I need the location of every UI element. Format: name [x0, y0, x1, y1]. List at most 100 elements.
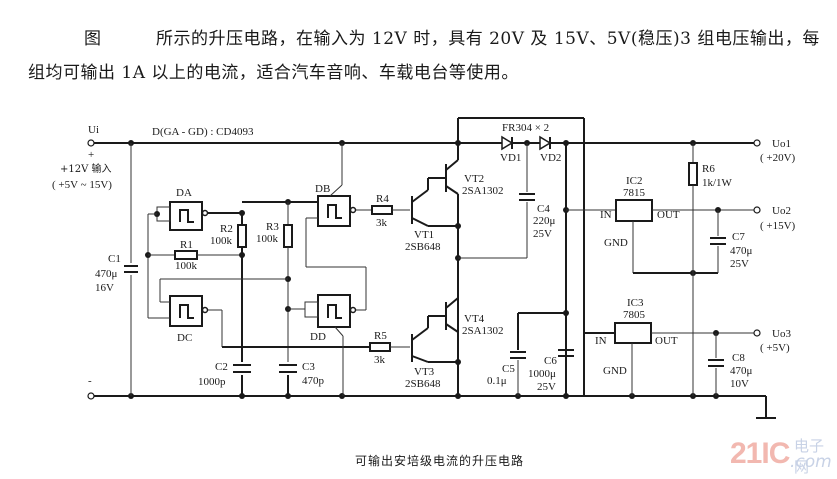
capacitor-c8 [708, 359, 724, 367]
label-uo1: Uo1 [772, 138, 791, 150]
ic2-gnd-label: GND [604, 237, 628, 249]
resistor-r2 [237, 224, 247, 248]
label-vt3: VT3 [414, 366, 435, 378]
part-vt3: 2SB648 [405, 378, 441, 390]
rating-c8: 10V [730, 378, 749, 390]
value-c8: 470μ [730, 365, 753, 377]
diode-vd1 [501, 135, 514, 151]
rating-c4: 25V [533, 228, 552, 240]
resistor-r1 [174, 250, 198, 260]
value-c7: 470μ [730, 245, 753, 257]
capacitor-c4 [519, 193, 535, 201]
label-input-range: ( +5V ~ 15V) [52, 179, 112, 191]
value-r3: 100k [256, 233, 279, 245]
label-ic2: IC2 [626, 175, 643, 187]
value-r2: 100k [210, 235, 233, 247]
label-c8: C8 [732, 352, 745, 364]
label-r3: R3 [266, 221, 279, 233]
label-ic3: IC3 [627, 297, 644, 309]
part-vt2: 2SA1302 [462, 185, 504, 197]
regulator-ic3 [614, 322, 652, 344]
diode-vd2 [539, 135, 552, 151]
figure-caption: 可输出安培级电流的升压电路 [355, 454, 525, 468]
resistor-r6 [688, 162, 698, 186]
resistor-r3 [283, 224, 293, 248]
value-r6: 1k/1W [702, 177, 733, 189]
label-vt4: VT4 [464, 313, 485, 325]
value-uo2: ( +15V) [760, 220, 796, 232]
value-c5: 0.1μ [487, 375, 507, 387]
figure-reference: 图 [84, 29, 102, 49]
gate-dd [304, 294, 357, 328]
output-terminal-uo1 [753, 139, 761, 147]
part-vt4: 2SA1302 [462, 325, 504, 337]
label-r2: R2 [220, 223, 233, 235]
description-line-1: 图所示的升压电路，在输入为 12V 时，具有 20V 及 15V、5V(稳压)3… [84, 22, 820, 56]
label-c3: C3 [302, 361, 315, 373]
value-c1: 470μ [95, 268, 118, 280]
input-terminal-negative [87, 392, 95, 400]
ic2-in-label: IN [600, 209, 612, 221]
capacitor-c1 [124, 265, 138, 273]
description-line-2: 组均可输出 1A 以上的电流，适合汽车音响、车载电台等使用。 [28, 63, 519, 83]
label-input-plus: + [88, 149, 94, 161]
gate-dc [169, 295, 209, 327]
label-c5: C5 [502, 363, 515, 375]
label-r5: R5 [374, 330, 387, 342]
label-ic-note: D(GA - GD) : CD4093 [152, 126, 254, 138]
label-vt1: VT1 [414, 229, 434, 241]
capacitor-c3 [279, 364, 297, 373]
part-ic3: 7805 [623, 309, 646, 321]
watermark-domain: .com [790, 452, 832, 472]
label-r6: R6 [702, 163, 715, 175]
part-vt1: 2SB648 [405, 241, 441, 253]
label-c7: C7 [732, 231, 745, 243]
output-terminal-uo3 [753, 329, 761, 337]
label-c2: C2 [215, 361, 228, 373]
value-c6: 1000μ [528, 368, 556, 380]
resistor-r5 [369, 342, 391, 352]
capacitor-c2 [233, 364, 251, 373]
label-dc: DC [177, 332, 192, 344]
input-terminal-positive [87, 139, 95, 147]
value-c3: 470p [302, 375, 325, 387]
label-vd1: VD1 [500, 152, 521, 164]
value-c2: 1000p [198, 376, 226, 388]
value-r5: 3k [374, 354, 386, 366]
capacitor-c6 [558, 349, 574, 357]
label-vd2: VD2 [540, 152, 561, 164]
capacitor-c5 [510, 351, 526, 359]
ic3-gnd-label: GND [603, 365, 627, 377]
regulator-ic2 [615, 199, 653, 222]
label-uo3: Uo3 [772, 328, 791, 340]
transistor-vt3 [411, 316, 458, 363]
label-c1: C1 [108, 253, 121, 265]
label-c4: C4 [537, 203, 550, 215]
rating-c1: 16V [95, 282, 114, 294]
label-r4: R4 [376, 193, 389, 205]
value-r1: 100k [175, 260, 198, 272]
watermark-logo: 21IC 电子网 .com [730, 435, 835, 476]
label-input-minus: - [88, 375, 92, 387]
label-uo2: Uo2 [772, 205, 791, 217]
label-input: Ui [88, 124, 99, 136]
label-db: DB [315, 183, 330, 195]
label-input-desc: +12V 输入 [60, 162, 112, 175]
value-c4: 220μ [533, 215, 556, 227]
value-uo3: ( +5V) [760, 342, 790, 354]
resistor-r4 [371, 205, 393, 215]
gate-db [317, 195, 357, 227]
label-r1: R1 [180, 239, 193, 251]
ic2-out-label: OUT [657, 209, 680, 221]
capacitor-c7 [710, 237, 726, 245]
ic3-out-label: OUT [655, 335, 678, 347]
transistor-vt1 [411, 178, 458, 227]
watermark-brand: 21IC [730, 437, 790, 470]
label-diode-note: FR304 × 2 [502, 122, 549, 134]
gate-da [156, 201, 209, 231]
value-uo1: ( +20V) [760, 152, 796, 164]
transistor-vt4 [428, 297, 459, 333]
output-terminal-uo2 [753, 206, 761, 214]
label-dd: DD [310, 331, 326, 343]
